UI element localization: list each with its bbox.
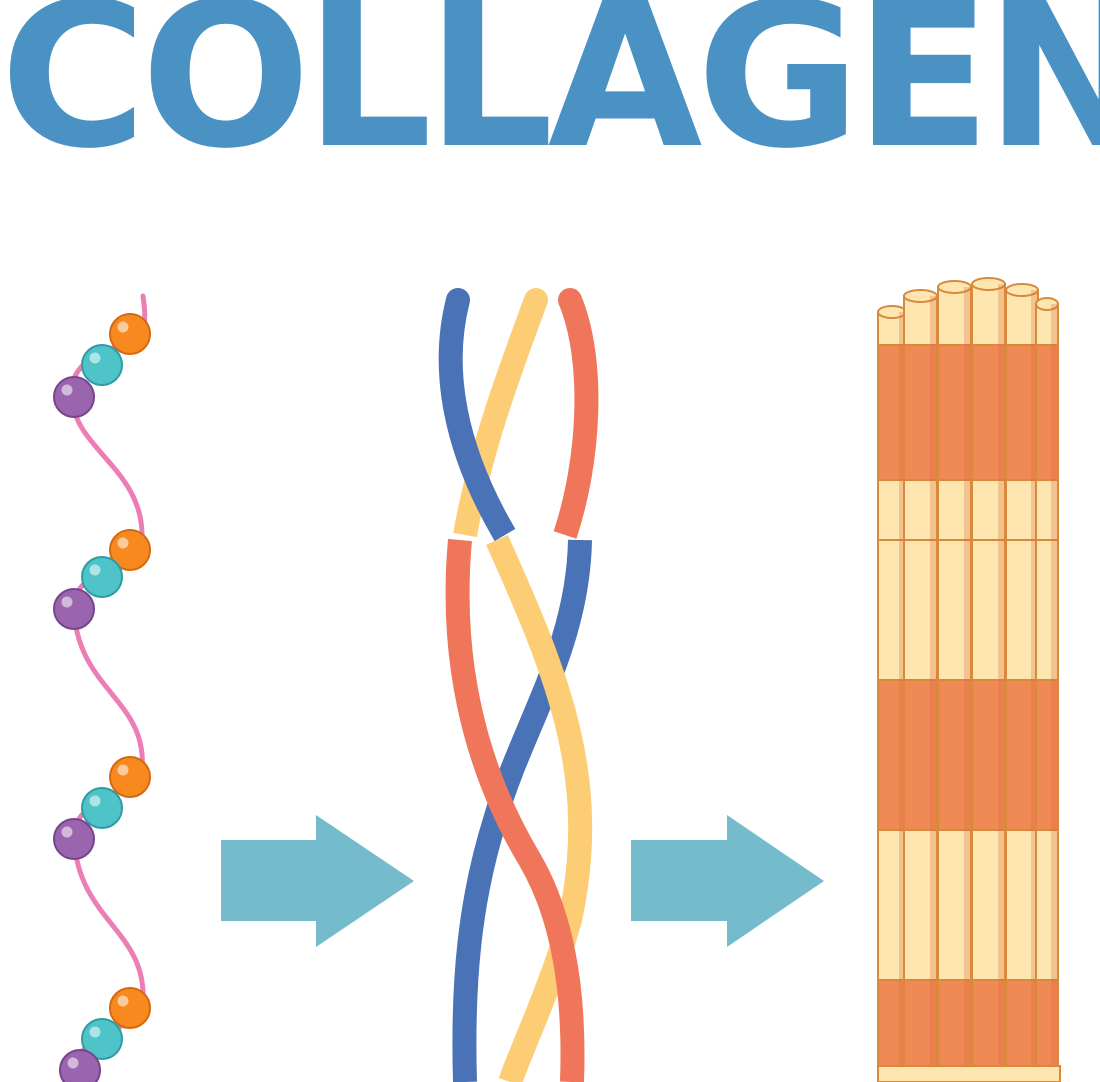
fibril-shade	[1051, 304, 1057, 1070]
title: COLLAGEN	[0, 0, 1100, 193]
fibril-shade	[930, 296, 936, 1070]
helix-strand-blue	[438, 297, 516, 542]
amino-acid-bead	[53, 588, 95, 630]
bead-highlight	[61, 384, 73, 396]
amino-acid-bead	[109, 987, 151, 1029]
fibril-shade	[1031, 290, 1037, 1070]
bead-highlight	[117, 537, 129, 549]
bead-highlight	[61, 596, 73, 608]
fibril-shade	[964, 287, 970, 1070]
collagen-fiber-icon	[877, 277, 1061, 1082]
fibril-band	[877, 539, 907, 681]
amino-acid-bead	[81, 787, 123, 829]
fibril-end	[1005, 283, 1039, 297]
helix-strand-yellow	[486, 535, 593, 1082]
amino-acid-bead	[109, 756, 151, 798]
bead-highlight	[89, 564, 101, 576]
triple-helix-icon	[438, 288, 599, 1082]
strand-end-cap	[524, 288, 548, 312]
bead-highlight	[117, 321, 129, 333]
arrow-right-icon	[221, 815, 414, 947]
bead-highlight	[67, 1057, 79, 1069]
bead-highlight	[117, 995, 129, 1007]
bead-highlight	[89, 795, 101, 807]
helix-strand-yellow	[453, 295, 548, 538]
fibril-band	[877, 344, 907, 481]
amino-acid-bead	[109, 313, 151, 355]
fibril	[937, 286, 972, 346]
bead-highlight	[89, 352, 101, 364]
amino-acid-bead	[53, 818, 95, 860]
fibril-band	[1005, 344, 1039, 481]
arrow-right-icon	[631, 815, 824, 947]
fibril-end	[1035, 297, 1059, 311]
amino-acid-bead	[81, 344, 123, 386]
fibril-shade	[998, 284, 1004, 1070]
bead-highlight	[61, 826, 73, 838]
fibril-band	[903, 979, 938, 1071]
fibril-band	[971, 479, 1006, 541]
helix-strand-red	[553, 295, 599, 539]
bead-highlight	[117, 764, 129, 776]
amino-acid-bead	[53, 376, 95, 418]
fibril-band	[971, 539, 1006, 681]
bead-highlight	[89, 1026, 101, 1038]
amino-acid-bead	[81, 556, 123, 598]
strand-end-cap	[558, 288, 582, 312]
fibril-end	[971, 277, 1006, 291]
amino-acid-bead	[59, 1049, 101, 1082]
fibril-band	[937, 679, 972, 831]
strand-end-cap	[446, 288, 470, 312]
amino-acid-chain-icon	[53, 293, 151, 1082]
fibril-shade	[899, 312, 905, 1070]
fiber-bottom	[877, 1065, 1061, 1082]
helix-strand-red	[445, 538, 585, 1082]
